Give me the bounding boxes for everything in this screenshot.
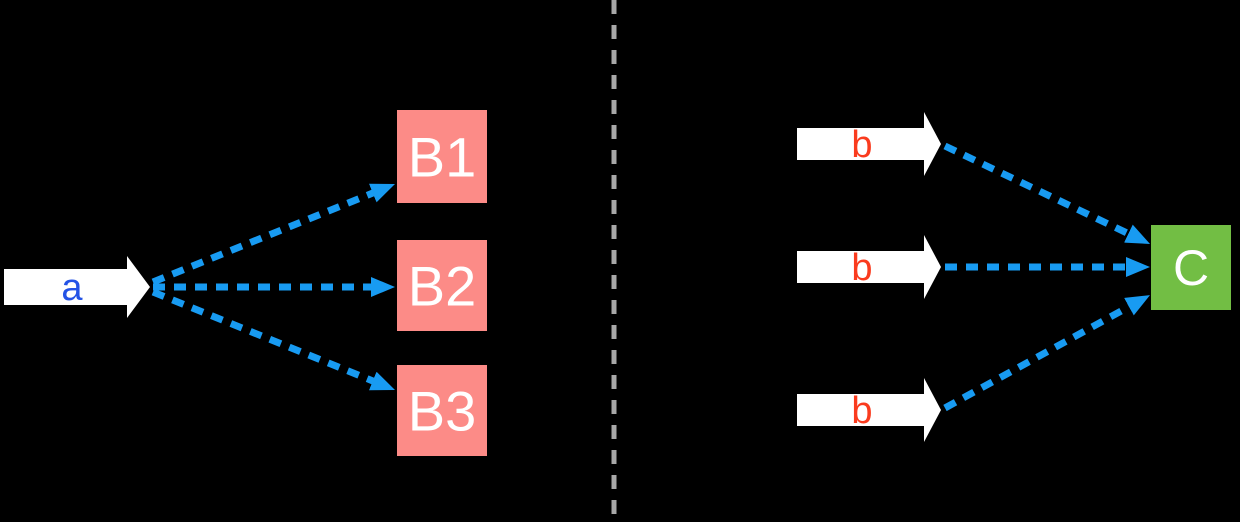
block-arrow-b3-shape: [797, 378, 941, 442]
node-c: [1151, 225, 1231, 310]
node-b1-label: B1: [408, 126, 477, 189]
left-panel: a B1 B2 B3: [4, 110, 487, 456]
block-arrow-b1: b: [797, 112, 941, 176]
node-b3: [397, 365, 487, 456]
edge-b3-to-c: [943, 295, 1150, 412]
node-b1: [397, 110, 487, 203]
block-arrow-b2: b: [797, 235, 941, 299]
node-b3-label: B3: [408, 380, 477, 443]
block-arrow-b1-shape: [797, 112, 941, 176]
block-arrow-b3: b: [797, 378, 941, 442]
block-arrow-b3-label: b: [851, 390, 872, 432]
edge-a-to-b3: [151, 288, 395, 391]
node-b2: [397, 240, 487, 331]
block-arrow-b2-shape: [797, 235, 941, 299]
edge-b1-to-c: [943, 142, 1151, 244]
edge-a-to-b1: [151, 183, 395, 286]
block-arrow-b1-label: b: [851, 124, 872, 166]
block-arrow-a-label: a: [61, 267, 83, 309]
node-b2-label: B2: [408, 255, 477, 318]
node-c-label: C: [1173, 240, 1209, 296]
block-arrow-a: [4, 256, 150, 318]
block-arrow-b2-label: b: [851, 247, 872, 289]
right-panel: b b b C: [797, 112, 1231, 442]
